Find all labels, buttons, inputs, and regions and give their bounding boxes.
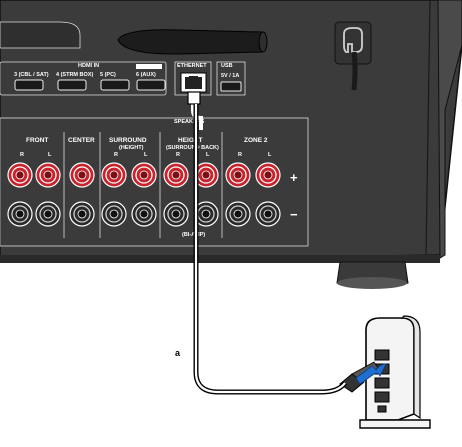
speaker-group-subtitle: (SURROUND BACK): [166, 145, 219, 151]
hdmi-port-label: 5 (PC): [100, 72, 116, 78]
hdmi-port-label: 6 (AUX): [136, 72, 156, 78]
ethernet-port-section: ETHERNET: [174, 61, 212, 96]
minus-sign: −: [290, 207, 298, 222]
negative-terminal: [255, 201, 281, 227]
positive-terminal: [131, 162, 157, 188]
positive-terminal: [101, 162, 127, 188]
channel-label: R: [238, 152, 242, 158]
hdmi-port: [136, 79, 166, 91]
usb-port-section: USB 5V / 1A: [216, 61, 246, 96]
positive-terminal: [35, 162, 61, 188]
channel-label: R: [114, 152, 118, 158]
network-router: [359, 315, 431, 429]
power-inlet: [334, 21, 372, 91]
hdmi-port: [100, 79, 130, 91]
negative-terminal: [7, 201, 33, 227]
ethernet-label: ETHERNET: [177, 63, 207, 69]
speakers-header: SPEAKERS: [174, 119, 205, 125]
speaker-group-title: HEIGHT: [178, 137, 203, 144]
speaker-group-title: ZONE 2: [244, 137, 268, 144]
positive-terminal: [69, 162, 95, 188]
callout-label: a: [175, 348, 181, 358]
positive-terminal: [225, 162, 251, 188]
channel-label: R: [176, 152, 180, 158]
negative-terminal: [225, 201, 251, 227]
speaker-group-title: CENTER: [68, 137, 95, 144]
channel-label: L: [48, 152, 52, 158]
insert-arrow-icon: [355, 363, 387, 385]
hdmi-input-section: HDMI IN 3 (CBL / SAT) 4 (STRM BOX) 5 (PC…: [0, 21, 167, 96]
speaker-group-title: SURROUND: [109, 137, 147, 144]
hdmi-port-label: 3 (CBL / SAT): [14, 72, 49, 78]
speaker-group-subtitle: (HEIGHT): [119, 145, 144, 151]
chassis-foot: [336, 261, 409, 289]
channel-label: L: [206, 152, 210, 158]
antenna-rod: [117, 29, 268, 55]
positive-terminal: [193, 162, 219, 188]
speaker-group-title: FRONT: [26, 137, 48, 144]
receiver-chassis: [0, 0, 462, 263]
positive-terminal: [255, 162, 281, 188]
hdmi-arc-badge: [136, 64, 162, 69]
hdmi-header: HDMI IN: [78, 63, 99, 69]
negative-terminal: [163, 201, 189, 227]
ethernet-cable: [187, 91, 347, 395]
hdmi-port-label: 4 (STRM BOX): [56, 72, 93, 78]
channel-label: L: [268, 152, 272, 158]
channel-label: L: [144, 152, 148, 158]
usb-spec-label: 5V / 1A: [221, 73, 239, 79]
positive-terminal: [163, 162, 189, 188]
usb-port: [220, 81, 242, 92]
channel-label: R: [20, 152, 24, 158]
usb-label: USB: [221, 63, 233, 69]
hdmi-port: [57, 79, 87, 91]
hdmi-port: [14, 79, 44, 91]
negative-terminal: [69, 201, 95, 227]
negative-terminal: [131, 201, 157, 227]
negative-terminal: [35, 201, 61, 227]
ethernet-plug: [339, 361, 387, 393]
positive-terminal: [7, 162, 33, 188]
plus-sign: +: [290, 170, 298, 185]
negative-terminal: [101, 201, 127, 227]
